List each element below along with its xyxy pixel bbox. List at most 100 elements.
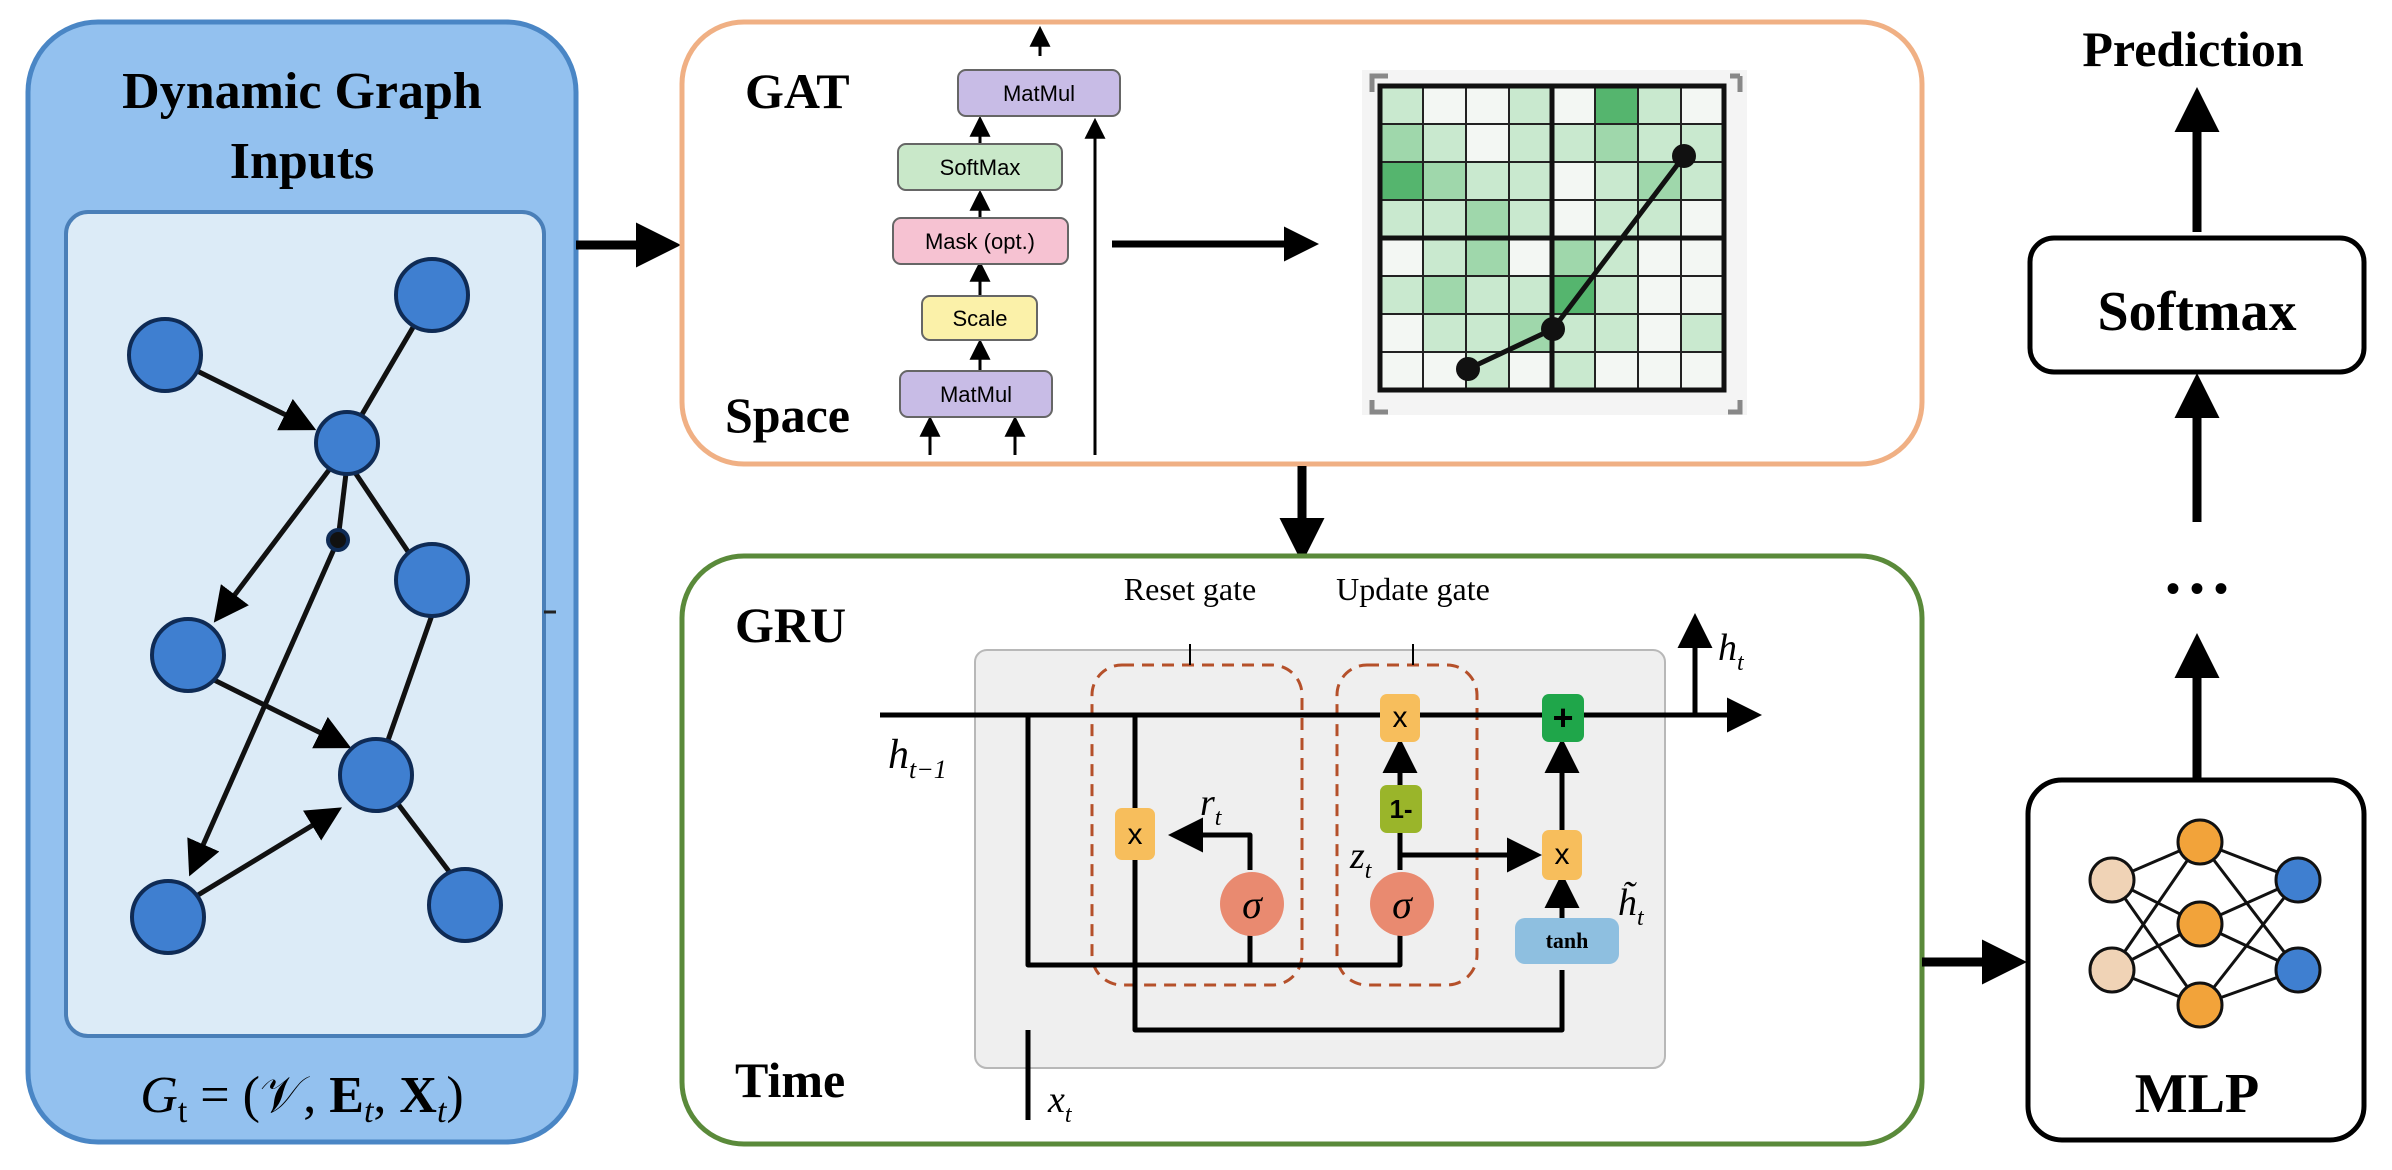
heatmap-path-point xyxy=(1672,144,1696,168)
heatmap-cell xyxy=(1379,313,1424,353)
graph-canvas xyxy=(64,210,546,1038)
formula-close: ) xyxy=(446,1067,463,1124)
add-gate xyxy=(1542,694,1584,742)
heatmap-cell xyxy=(1637,275,1682,315)
heatmap-cell xyxy=(1508,85,1553,125)
ht-sub: t xyxy=(1737,650,1745,676)
edge xyxy=(213,460,337,623)
heatmap-cell xyxy=(1422,161,1467,201)
graph-junction xyxy=(326,528,350,552)
ellipsis: • • • xyxy=(2166,566,2228,611)
add-gate-symbol: + xyxy=(1552,697,1573,738)
heatmap-cell xyxy=(1680,199,1725,239)
matmul-bottom-label: MatMul xyxy=(940,382,1012,407)
graph-node xyxy=(394,257,470,333)
gru-subtitle: Time xyxy=(735,1052,845,1108)
xt-main: x xyxy=(1047,1079,1065,1121)
heatmap-cell xyxy=(1379,161,1424,201)
graph-node xyxy=(394,542,470,618)
update-mult-symbol: x xyxy=(1393,701,1408,734)
formula-x: X xyxy=(399,1067,437,1124)
heatmap-cell xyxy=(1422,85,1467,125)
heatmap-cell xyxy=(1594,275,1639,315)
heatmap-cell xyxy=(1379,123,1424,163)
matmul-top-block xyxy=(957,69,1121,117)
heatmap-cell xyxy=(1379,351,1424,391)
inputs-title-line1: Dynamic Graph xyxy=(122,63,482,120)
matmul-top-label: MatMul xyxy=(1003,81,1075,106)
xt-sub: t xyxy=(1065,1102,1073,1128)
heatmap-cell xyxy=(1379,85,1424,125)
rt-wire xyxy=(1168,817,1253,870)
heatmap-cell xyxy=(1551,199,1596,239)
mlp-output-node xyxy=(2274,946,2322,994)
ht-main: h xyxy=(1718,627,1737,669)
heatmap-cell xyxy=(1508,275,1553,315)
mlp-output-node xyxy=(2274,856,2322,904)
reset-to-tanh-wire xyxy=(1132,715,1565,1033)
matmul-bottom-block xyxy=(899,370,1053,418)
rt-label: rt xyxy=(1200,782,1223,831)
mlp-input-node xyxy=(2088,946,2136,994)
edge xyxy=(393,798,456,880)
heatmap-border xyxy=(1377,83,1727,393)
graph-node xyxy=(314,410,380,476)
reset-mult-symbol: x xyxy=(1128,818,1143,851)
heatmap-cell xyxy=(1551,123,1596,163)
reset-gate-label: Reset gate xyxy=(1124,571,1256,607)
update-gate-label: Update gate xyxy=(1336,571,1490,607)
hprev-main: h xyxy=(888,732,909,778)
heatmap-cell xyxy=(1422,275,1467,315)
heatmap-cell xyxy=(1379,199,1424,239)
heatmap-cell xyxy=(1379,237,1424,277)
edge xyxy=(347,463,420,567)
heatmap-cell xyxy=(1465,161,1510,201)
sigma-reset-node xyxy=(1220,872,1284,936)
graph-node xyxy=(130,879,206,955)
sigma-update-node xyxy=(1370,872,1434,936)
gat-title: GAT xyxy=(745,63,850,119)
heatmap-cell xyxy=(1551,351,1596,391)
heatmap-cell xyxy=(1594,123,1639,163)
htilde-main: h̃ xyxy=(1618,881,1638,924)
heatmap-cell xyxy=(1465,313,1510,353)
gru-title: GRU xyxy=(735,597,846,653)
sigma-reset-symbol: σ xyxy=(1242,882,1263,927)
heatmap-cell xyxy=(1637,313,1682,353)
formula-g: G xyxy=(140,1067,178,1124)
update-mult-gate xyxy=(1380,694,1420,742)
htilde-sub: t xyxy=(1637,905,1645,931)
inputs-title-line2: Inputs xyxy=(230,133,375,190)
formula-e-sub: t xyxy=(364,1093,375,1130)
one-minus-symbol: 1- xyxy=(1389,794,1412,824)
edge xyxy=(196,807,342,898)
ht-label: ht xyxy=(1718,627,1745,676)
softmax-label: Softmax xyxy=(2097,281,2296,343)
zt-label: zt xyxy=(1349,835,1373,884)
output-column: Prediction Softmax • • • MLP xyxy=(2025,21,2367,1143)
heatmap-cell xyxy=(1422,199,1467,239)
heatmap-cell xyxy=(1465,123,1510,163)
heatmap-cell xyxy=(1637,237,1682,277)
sigma-update-symbol: σ xyxy=(1392,882,1413,927)
heatmap-cell xyxy=(1680,313,1725,353)
heatmap-cell xyxy=(1594,313,1639,353)
heatmap-cell xyxy=(1594,199,1639,239)
heatmap-cell xyxy=(1422,237,1467,277)
hprev-label: ht−1 xyxy=(888,732,947,784)
mask-block-label: Mask (opt.) xyxy=(925,229,1035,254)
heatmap-cell xyxy=(1508,199,1553,239)
heatmap-corners xyxy=(1369,73,1743,415)
heatmap-cell xyxy=(1680,237,1725,277)
gru-panel: GRU Time Reset gate Update gate xyxy=(679,553,1925,1147)
rt-main: r xyxy=(1200,782,1215,824)
htilde-label: h̃t xyxy=(1618,881,1645,931)
attention-heatmap xyxy=(1362,70,1747,415)
heatmap-cell xyxy=(1508,123,1553,163)
mlp-hidden-node xyxy=(2176,981,2224,1029)
heatmap-cell xyxy=(1422,123,1467,163)
reset-mult-gate xyxy=(1115,808,1155,860)
one-minus-gate xyxy=(1380,785,1422,833)
heatmap-cell xyxy=(1594,161,1639,201)
